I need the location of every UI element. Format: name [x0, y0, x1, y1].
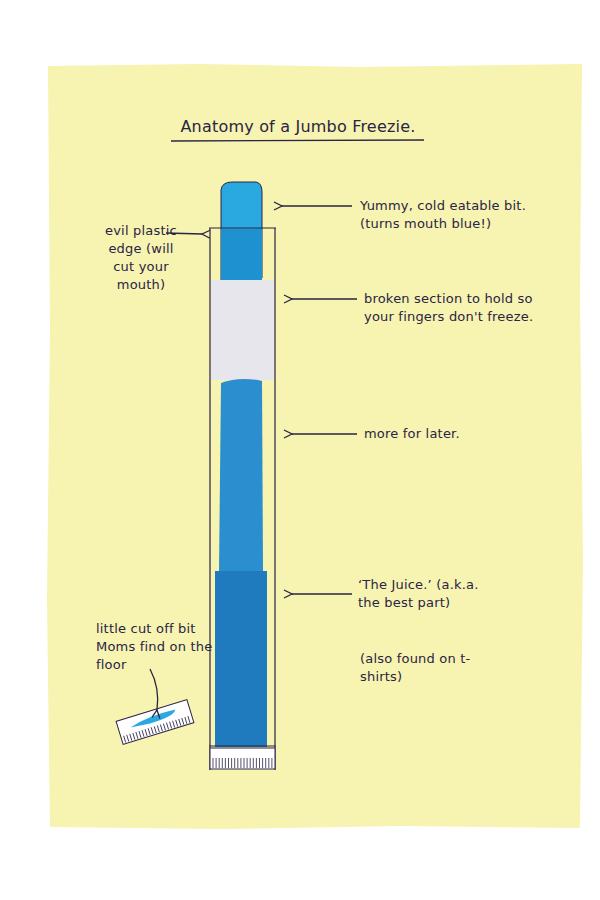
broken-section-note: broken section to hold so your fingers d… — [364, 290, 544, 326]
freezie-top-inside — [221, 229, 262, 280]
tube-crimp — [210, 748, 275, 769]
title-underline — [171, 140, 424, 141]
leader-arrow — [292, 298, 357, 299]
leader-arrow — [292, 593, 352, 594]
leader-arrow — [292, 433, 357, 434]
broken-section — [211, 280, 274, 380]
freezie-top — [221, 182, 262, 280]
later-note: more for later. — [364, 425, 514, 443]
freezie-juice — [215, 571, 267, 747]
freezie-middle — [219, 379, 263, 571]
tube-outline — [209, 228, 276, 770]
eatable-bit-note: Yummy, cold eatable bit. (turns mouth bl… — [360, 197, 550, 233]
paper — [47, 64, 583, 829]
cut-bit-note: little cut off bit Moms find on the floo… — [96, 620, 216, 674]
plastic-edge-note: evil plastic edge (will cut your mouth) — [96, 222, 186, 294]
leader-arrow — [150, 669, 158, 710]
cut-off-bit — [116, 700, 194, 745]
leader-arrow — [282, 205, 352, 206]
title: Anatomy of a Jumbo Freezie. — [150, 117, 446, 137]
juice-note: ‘The Juice.’ (a.k.a. the best part) — [358, 576, 488, 612]
crimp-lines — [213, 758, 272, 768]
tshirt-note: (also found on t-shirts) — [360, 650, 480, 686]
